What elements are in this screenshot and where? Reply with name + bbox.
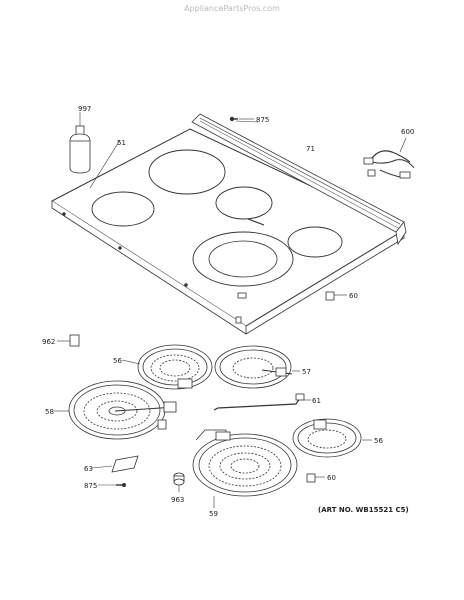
callout-963: 963 bbox=[171, 496, 184, 504]
callout-962: 962 bbox=[42, 338, 55, 346]
radiant-element-58 bbox=[54, 380, 177, 440]
screw-bottom bbox=[98, 482, 127, 487]
radiant-element-59 bbox=[192, 429, 298, 508]
callout-60-bottom: 60 bbox=[327, 474, 336, 482]
callout-61: 61 bbox=[312, 397, 321, 405]
radiant-element-56-right bbox=[292, 418, 372, 458]
sensor-rod-61 bbox=[213, 393, 311, 411]
callout-875-bottom: 875 bbox=[84, 482, 97, 490]
screw-top bbox=[229, 116, 254, 122]
rear-trim bbox=[191, 113, 407, 246]
callout-58: 58 bbox=[45, 408, 54, 416]
bracket-962 bbox=[57, 334, 80, 347]
callout-60-top: 60 bbox=[349, 292, 358, 300]
callout-997: 997 bbox=[78, 105, 91, 113]
callout-57: 57 bbox=[302, 368, 311, 376]
clip-bottom bbox=[306, 473, 325, 483]
callout-875-top: 875 bbox=[256, 116, 269, 124]
bracket-63 bbox=[91, 455, 139, 473]
cleaner-bottle bbox=[69, 112, 91, 174]
clip-top bbox=[325, 291, 347, 301]
callout-63: 63 bbox=[84, 465, 93, 473]
callout-59: 59 bbox=[209, 510, 218, 518]
callout-56-right: 56 bbox=[374, 437, 383, 445]
cooktop-glass bbox=[51, 128, 406, 335]
callout-labels: 997 875 600 51 71 60 962 56 57 58 61 56 … bbox=[42, 105, 414, 518]
art-number: (ART NO. WB15521 C5) bbox=[318, 506, 409, 514]
radiant-element-56-left bbox=[121, 344, 213, 390]
callout-600: 600 bbox=[401, 128, 414, 136]
radiant-element-57 bbox=[214, 345, 300, 389]
wire-harness bbox=[363, 137, 415, 179]
callout-56-left: 56 bbox=[113, 357, 122, 365]
limiter-963 bbox=[173, 472, 185, 492]
callout-51: 51 bbox=[117, 139, 126, 147]
watermark: AppliancePartsPros.com bbox=[184, 4, 280, 13]
callout-71: 71 bbox=[306, 145, 315, 153]
